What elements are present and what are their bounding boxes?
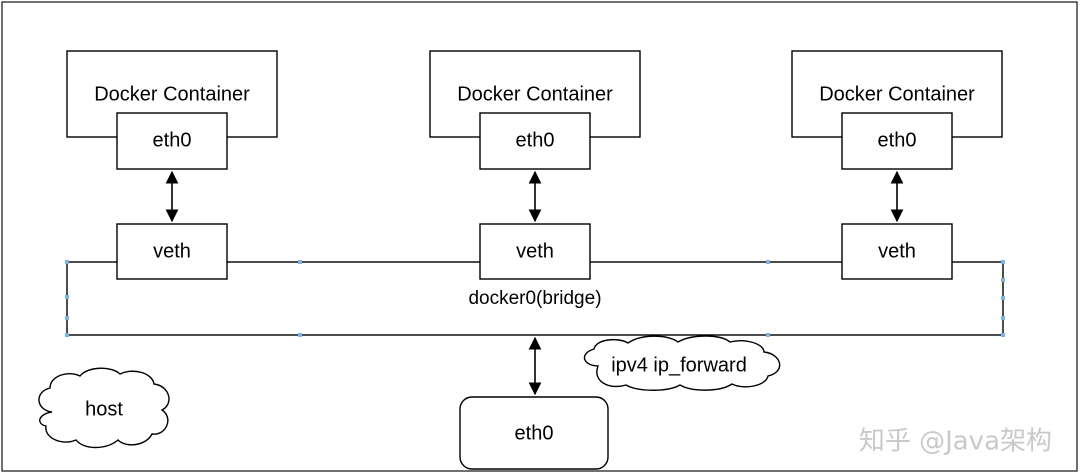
veth-2-label: veth	[516, 240, 554, 262]
host-label: host	[85, 398, 123, 420]
veth-2-box	[479, 223, 591, 280]
veth-3[interactable]: veth	[841, 223, 953, 280]
cloud-icon	[583, 335, 781, 391]
container-3[interactable]: Docker Container eth0	[791, 50, 1003, 170]
watermark: 知乎 @Java架构	[859, 427, 1052, 457]
host-eth0-box	[459, 396, 609, 470]
container-3-eth0-box	[841, 112, 953, 170]
veth-1-box	[116, 223, 228, 280]
veth-1[interactable]: veth	[116, 223, 228, 280]
container-1-title: Docker Container	[94, 83, 250, 105]
container-2[interactable]: Docker Container eth0	[429, 50, 641, 170]
container-3-title: Docker Container	[819, 83, 975, 105]
veth-1-label: veth	[153, 240, 191, 262]
container-2-eth0-label: eth0	[516, 129, 555, 151]
host-eth0[interactable]: eth0	[459, 396, 609, 470]
container-2-eth0-box	[479, 112, 591, 170]
veth-3-label: veth	[878, 240, 916, 262]
bridge-label: docker0(bridge)	[468, 288, 601, 309]
host-cloud: host	[38, 367, 170, 449]
container-1[interactable]: Docker Container eth0	[66, 50, 278, 170]
container-2-title: Docker Container	[457, 83, 613, 105]
cloud-icon	[38, 367, 170, 449]
veth-3-box	[841, 223, 953, 280]
container-3-eth0-label: eth0	[878, 129, 917, 151]
host-eth0-label: eth0	[515, 422, 554, 444]
container-1-eth0-box	[116, 112, 228, 170]
ip-forward-cloud: ipv4 ip_forward	[583, 335, 781, 391]
ip-forward-label: ipv4 ip_forward	[611, 354, 747, 376]
container-1-eth0-label: eth0	[153, 129, 192, 151]
veth-2[interactable]: veth	[479, 223, 591, 280]
